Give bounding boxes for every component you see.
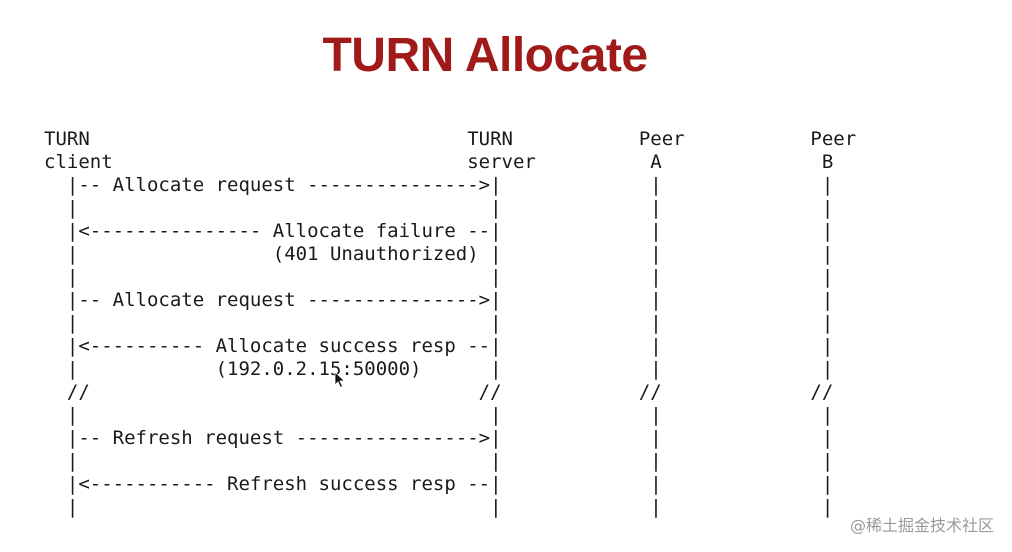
diagram-line: client server A B <box>44 151 834 173</box>
watermark: @稀土掘金技术社区 <box>849 516 994 535</box>
diagram-line: |-- Refresh request ---------------->| |… <box>44 427 834 449</box>
diagram-line: | (192.0.2.15:50000) | | | <box>44 358 834 380</box>
diagram-line: |-- Allocate request --------------->| |… <box>44 289 834 311</box>
slide-title: TURN Allocate <box>322 29 648 82</box>
diagram-line: TURN TURN Peer Peer <box>44 128 857 150</box>
diagram-line: |-- Allocate request --------------->| |… <box>44 174 834 196</box>
mouse-pointer-icon <box>334 371 346 389</box>
diagram-line: |<--------------- Allocate failure --| |… <box>44 220 834 242</box>
diagram-line: | | | | <box>44 496 834 518</box>
diagram-line: | | | | <box>44 450 834 472</box>
diagram-line: | | | | <box>44 266 834 288</box>
diagram-line: |<---------- Allocate success resp --| |… <box>44 335 834 357</box>
diagram-line: |<----------- Refresh success resp --| |… <box>44 473 834 495</box>
diagram-line: | | | | <box>44 404 834 426</box>
diagram-line: | (401 Unauthorized) | | | <box>44 243 834 265</box>
diagram-line: | | | | <box>44 197 834 219</box>
diagram-line: // // // // <box>44 381 834 403</box>
diagram-line: | | | | <box>44 312 834 334</box>
